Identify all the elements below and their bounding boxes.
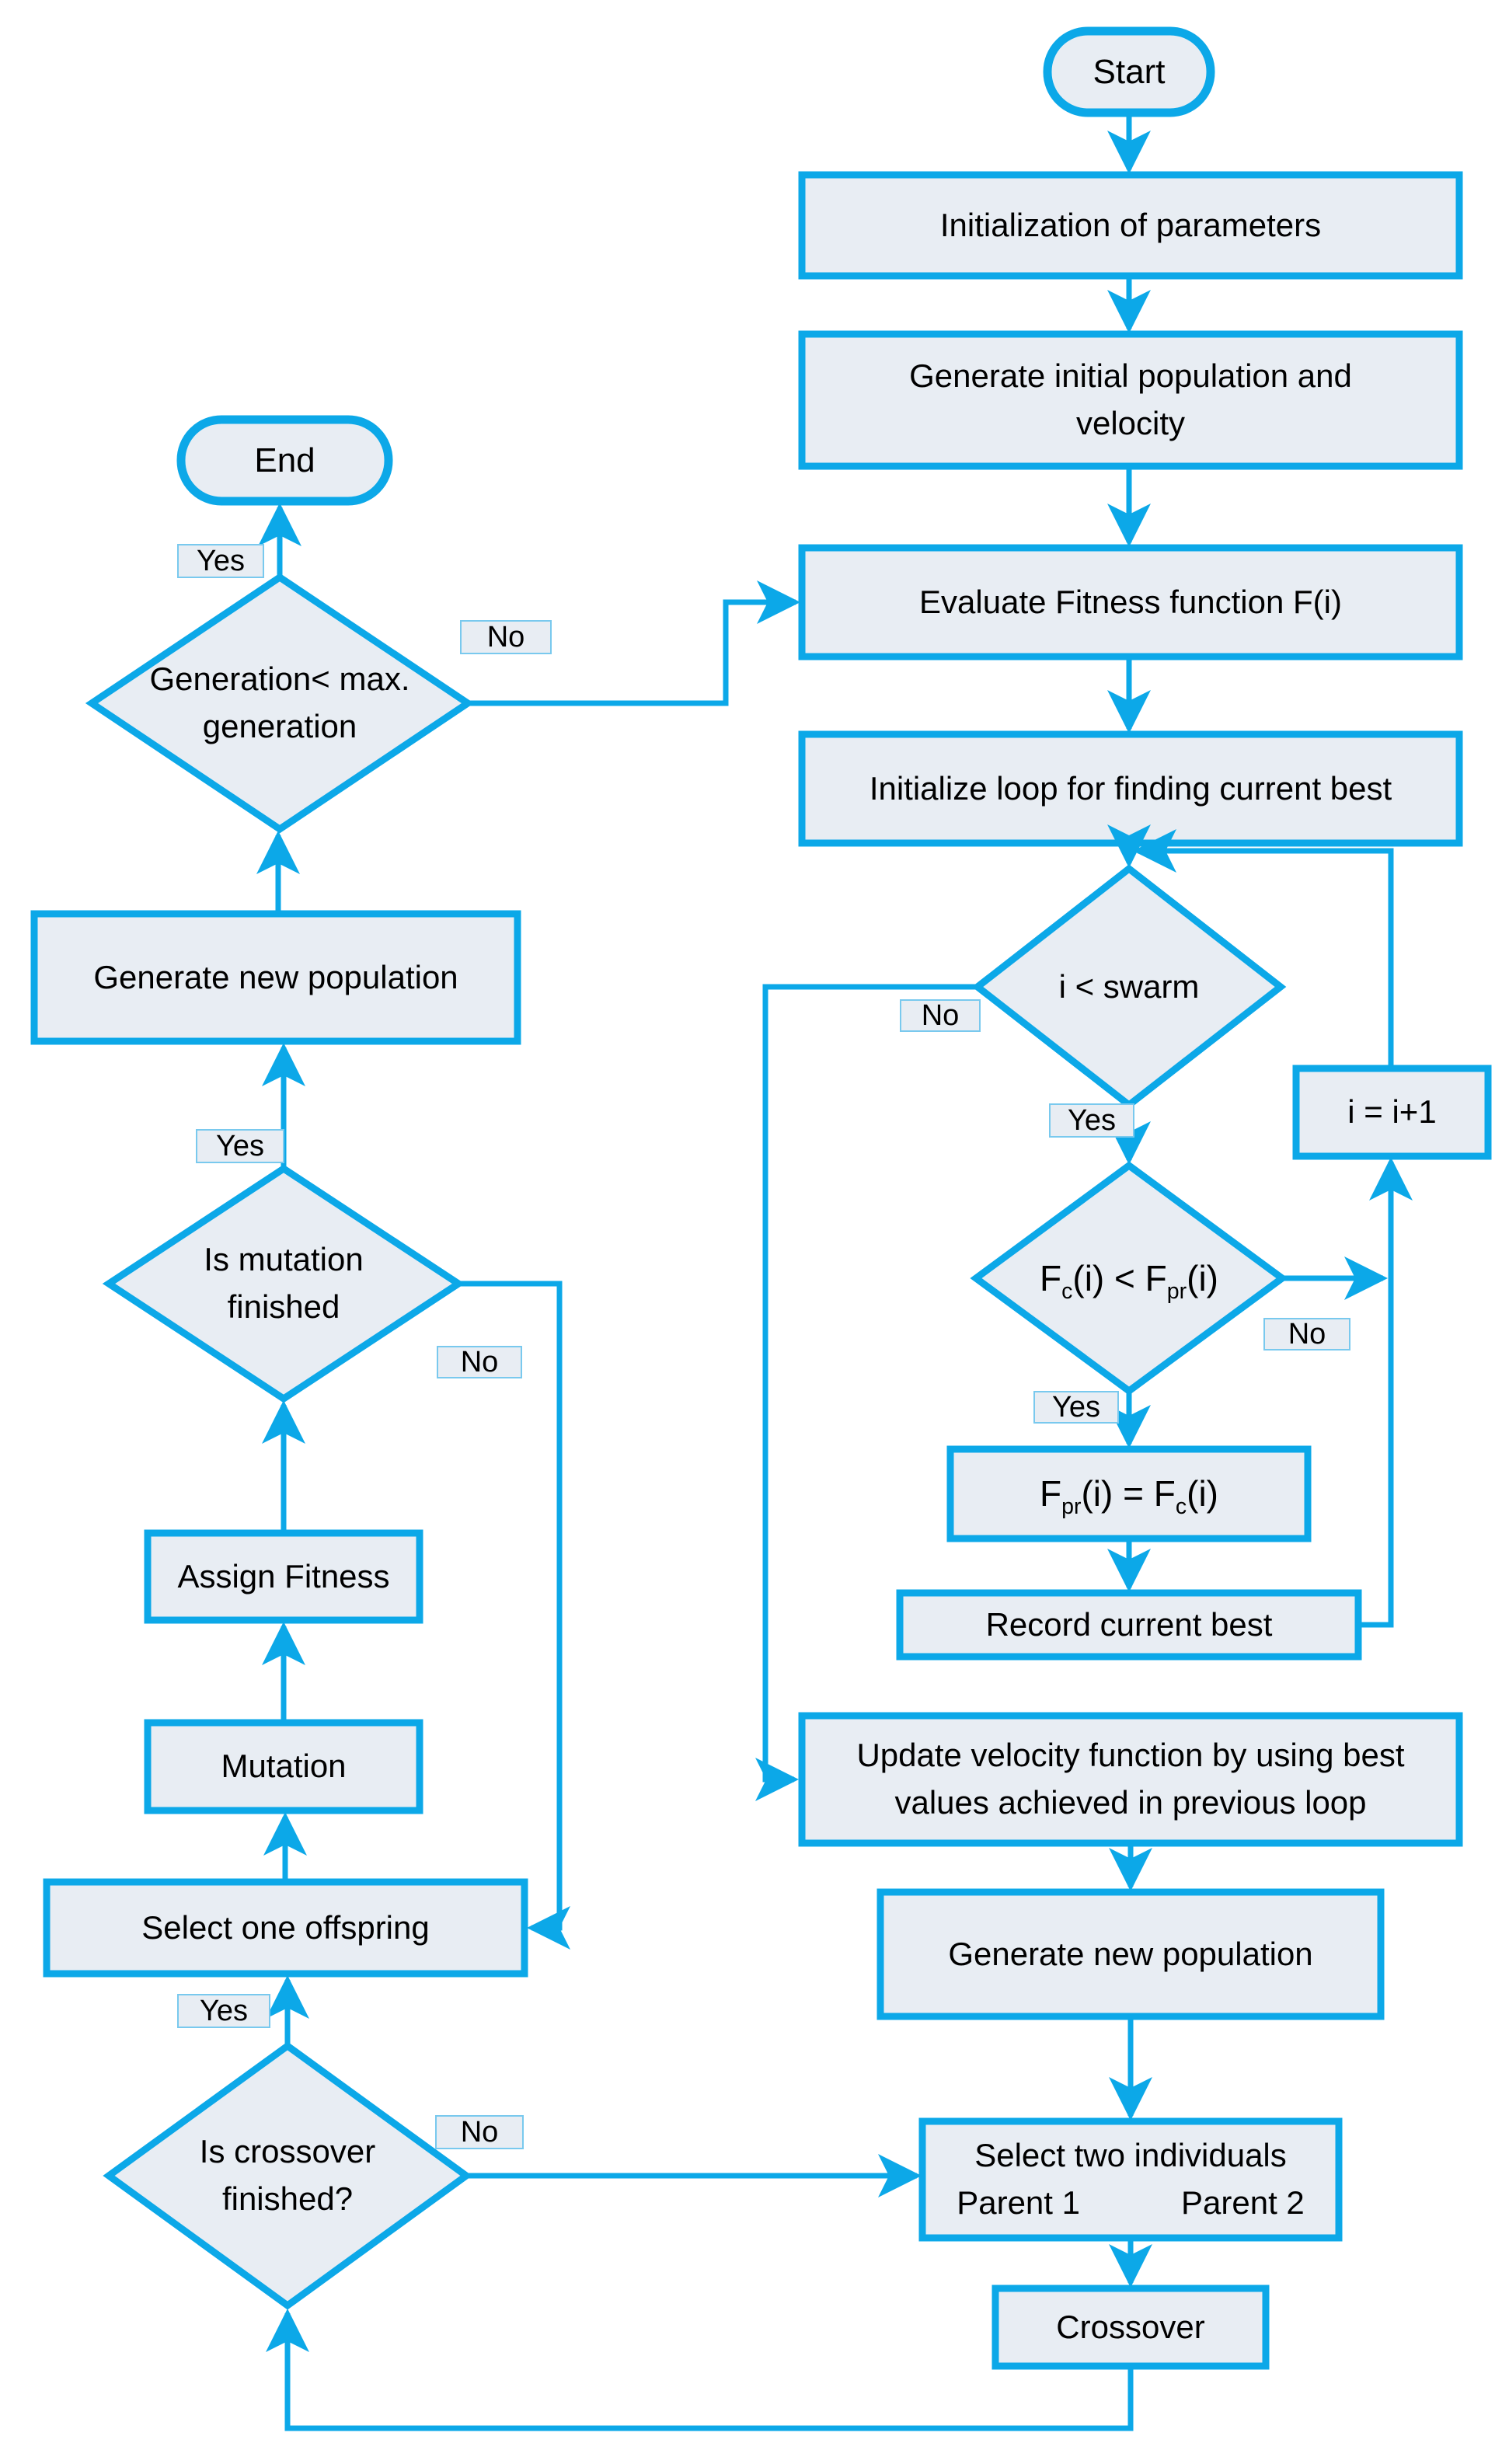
fc-less-fpr-diamond: Fc(i) < Fpr(i) <box>1040 1257 1218 1304</box>
mutation-shape <box>144 1719 423 1814</box>
gen-initial-pop-shape <box>798 330 1463 470</box>
select-one-offspring-box: Select one offspring <box>141 1908 430 1946</box>
init-params-shape <box>798 171 1463 280</box>
select-one-offspring-shape <box>43 1878 528 1978</box>
edge-ismutation-no <box>461 1281 570 1950</box>
fpr-assign-shape <box>946 1445 1312 1542</box>
crossover-shape <box>991 2285 1270 2370</box>
evaluate-fitness-shape <box>798 544 1463 660</box>
end-terminator: End <box>254 441 315 479</box>
edge-label-yes-generation: Yes <box>177 544 264 578</box>
select-two-individuals-title: Select two individuals <box>974 2137 1287 2174</box>
update-velocity-box: Update velocity function by using best v… <box>856 1737 1405 1821</box>
mutation-box: Mutation <box>221 1748 347 1785</box>
parent-2-label: Parent 2 <box>1181 2184 1305 2221</box>
assign-fitness-box: Assign Fitness <box>177 1557 390 1594</box>
is-crossover-finished-diamond: Is crossover finished? <box>199 2133 376 2217</box>
start-terminator-shape <box>1043 26 1215 117</box>
select-two-individuals-box: Select two individuals Parent 1 Parent 2 <box>922 2121 1339 2238</box>
assign-fitness-shape <box>144 1529 423 1624</box>
edge-iswarm-no-to-update <box>755 984 975 1801</box>
parent-1-label: Parent 1 <box>957 2184 1080 2221</box>
edge-crossover-loopback <box>266 2309 1134 2431</box>
fc-less-fpr-diamond-shape <box>970 1161 1288 1396</box>
select-two-individuals-shape <box>918 2117 1343 2242</box>
gen-new-pop-left-box: Generate new population <box>93 958 458 995</box>
generation-check-diamond: Generation< max. generation <box>149 660 410 744</box>
gen-new-pop-right-shape <box>876 1888 1385 2020</box>
is-mutation-finished-diamond: Is mutation finished <box>204 1241 364 1325</box>
edge-label-no-i-swarm: No <box>900 999 981 1032</box>
gen-new-pop-left-shape <box>30 910 521 1045</box>
update-velocity-shape <box>798 1712 1463 1847</box>
edge-label-yes-crossover: Yes <box>177 1994 270 2028</box>
end-terminator-shape <box>176 415 393 506</box>
edge-iincr-return <box>1133 829 1394 1066</box>
edge-label-no-generation: No <box>460 620 552 654</box>
is-crossover-finished-diamond-shape <box>103 2041 472 2310</box>
init-loop-box: Initialize loop for finding current best <box>869 769 1392 807</box>
evaluate-fitness-box: Evaluate Fitness function F(i) <box>919 583 1342 620</box>
gen-new-pop-right-box: Generate new population <box>948 1935 1313 1972</box>
i-increment-box: i = i+1 <box>1347 1093 1437 1131</box>
gen-initial-pop-box: Generate initial population and velocity <box>909 357 1352 441</box>
fpr-assign-box: Fpr(i) = Fc(i) <box>1040 1473 1218 1520</box>
record-best-box: Record current best <box>985 1605 1273 1643</box>
i-less-swarm-diamond: i < swarm <box>1058 967 1200 1005</box>
edge-record-to-iincr <box>1358 1157 1413 1628</box>
is-mutation-finished-diamond-shape <box>102 1164 465 1403</box>
edge-label-yes-i-swarm: Yes <box>1049 1103 1134 1138</box>
init-params-box: Initialization of parameters <box>939 206 1322 243</box>
edge-label-no-mutation: No <box>437 1346 522 1378</box>
edge-label-no-fc: No <box>1263 1318 1350 1350</box>
generation-check-diamond-shape <box>85 573 475 834</box>
edge-label-yes-mutation: Yes <box>196 1129 284 1163</box>
edge-label-no-crossover: No <box>435 2115 524 2149</box>
start-terminator: Start <box>1093 52 1166 91</box>
i-increment-shape <box>1292 1065 1492 1160</box>
crossover-box: Crossover <box>1056 2308 1205 2345</box>
edge-generation-no <box>470 580 800 706</box>
edge-label-yes-fc: Yes <box>1033 1391 1119 1424</box>
